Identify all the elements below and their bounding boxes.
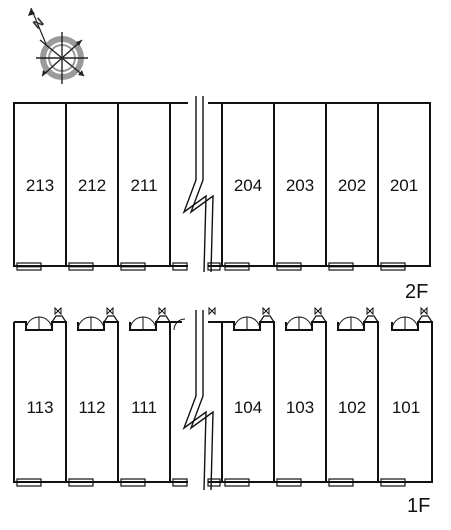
break-line-1f: [182, 310, 214, 491]
unit-212: [65, 102, 119, 271]
floor-2f: [13, 96, 431, 273]
unit-label: 113: [26, 398, 53, 417]
unit-label: 104: [234, 398, 262, 417]
unit-partial-left-1f: [170, 318, 188, 487]
floor-label-1f: 1F: [407, 495, 430, 517]
unit-104: [221, 306, 275, 487]
floor-label-2f: 2F: [405, 281, 428, 303]
unit-labels-1f: 113 112 111 104 103 102 101: [26, 398, 420, 417]
unit-213: [13, 102, 67, 271]
unit-102: [325, 306, 379, 487]
unit-112: [65, 306, 119, 487]
unit-204: [221, 102, 275, 271]
unit-partial-right-2f: [207, 102, 222, 271]
unit-partial-left-2f: [170, 102, 188, 271]
unit-partial-right-1f: [207, 306, 222, 487]
unit-label: 213: [26, 176, 54, 195]
unit-211: [117, 102, 171, 271]
unit-label: 211: [130, 176, 157, 195]
unit-label: 203: [286, 176, 314, 195]
unit-label: 103: [286, 398, 314, 417]
unit-111: [117, 306, 171, 487]
floor-1f: [13, 306, 433, 491]
compass-rose-icon: N: [28, 7, 88, 84]
break-line-2f: [182, 96, 214, 273]
unit-label: 101: [392, 398, 420, 417]
unit-101: [377, 306, 433, 487]
unit-label: 212: [78, 176, 106, 195]
unit-103: [273, 306, 327, 487]
unit-201: [377, 102, 431, 271]
north-letter: N: [30, 14, 47, 32]
unit-label: 201: [390, 176, 418, 195]
unit-label: 204: [234, 176, 262, 195]
unit-202: [325, 102, 379, 271]
unit-label: 202: [338, 176, 366, 195]
unit-label: 102: [338, 398, 366, 417]
unit-label: 111: [131, 398, 157, 417]
unit-labels-2f: 213 212 211 204 203 202 201: [26, 176, 418, 195]
unit-label: 112: [78, 398, 105, 417]
unit-113: [13, 306, 67, 487]
